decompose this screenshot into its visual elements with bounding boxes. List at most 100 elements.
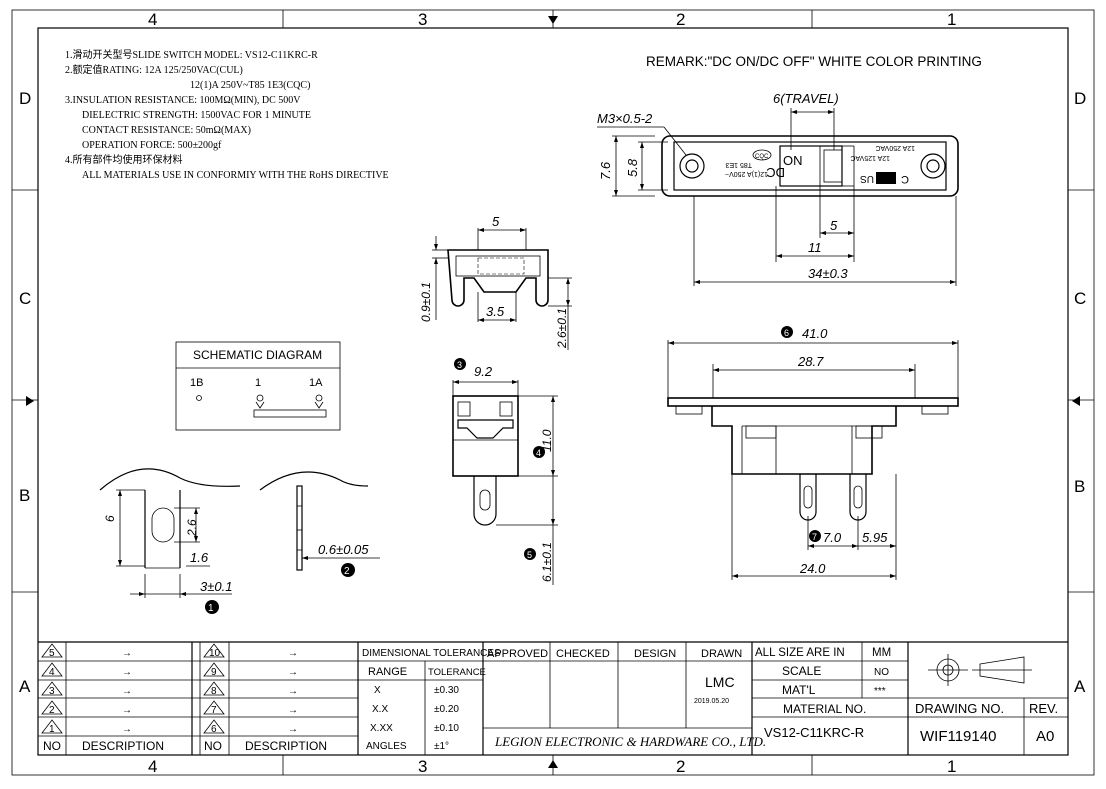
column-label: 4 <box>148 757 157 776</box>
rev-no: 10 <box>209 648 221 659</box>
slot-width-dimension: 1.6 <box>190 550 209 565</box>
drawn-date: 2019.05.20 <box>694 698 729 705</box>
rev-desc: → <box>288 648 298 659</box>
material-no-label: MATERIAL NO. <box>783 702 866 716</box>
print-dc: DC <box>766 165 785 180</box>
callout-3: 3 <box>457 360 462 370</box>
rev-no: 2 <box>49 705 55 716</box>
drawing-no-label: DRAWING NO. <box>915 701 1004 716</box>
row-label: A <box>19 677 31 696</box>
column-label: 1 <box>947 757 956 776</box>
terminal-width-dimension: 3±0.1 <box>200 579 232 594</box>
side-view: 3 9.2 11.0 4 6.1±0.1 5 <box>452 358 558 585</box>
top-view: 6(TRAVEL) M3×0.5-2 ON DC 12(1)A 250V~ T8… <box>597 91 959 286</box>
revision-triangle-icon <box>41 700 63 715</box>
screw-dimension: M3×0.5-2 <box>597 111 653 126</box>
column-label: 3 <box>418 757 427 776</box>
revision-triangle-icon <box>41 719 63 734</box>
mounting-hole <box>679 153 705 179</box>
slot-length-dimension: 2.6 <box>185 519 199 537</box>
terminal-pin <box>799 474 817 521</box>
drawn-header: DRAWN <box>701 648 742 660</box>
callout-6: 6 <box>784 328 789 338</box>
schematic-frame <box>175 341 341 431</box>
column-label: 4 <box>148 10 157 29</box>
center-mark-right <box>1072 396 1080 406</box>
terminal-pin <box>849 474 867 521</box>
dimensional-tolerances-header: DIMENSIONAL TOLERANCES <box>362 648 501 659</box>
print-us: US <box>860 173 874 184</box>
callout-1: 1 <box>208 603 214 614</box>
end-body-outline <box>447 249 549 307</box>
rev-no: 1 <box>49 724 55 735</box>
tolerance-header: TOLERANCE <box>428 667 486 678</box>
rev-no: 8 <box>211 686 217 697</box>
rev-desc: → <box>122 724 132 735</box>
height-outer-dimension: 7.6 <box>598 161 613 180</box>
contact-point-icon <box>256 394 264 402</box>
terminal-detail: 6 2.6 1.6 3±0.1 1 0.6±0.05 2 <box>99 468 380 614</box>
design-header: DESIGN <box>634 648 676 660</box>
schematic-diagram: SCHEMATIC DIAGRAM 1B 1 1A <box>175 341 341 431</box>
callout-7: 7 <box>812 532 817 542</box>
material-no-value: VS12-C11KRC-R <box>764 725 864 740</box>
callout-marker <box>205 600 219 614</box>
pin-1b-label: 1B <box>190 377 203 389</box>
rev-desc: → <box>288 705 298 716</box>
spec-notes: 1.滑动开关型号SLIDE SWITCH MODEL: VS12-C11KRC-… <box>65 48 389 181</box>
switch-body-outline <box>661 135 959 197</box>
revision-triangle-icon <box>41 681 63 696</box>
rev-desc: → <box>288 686 298 697</box>
ul-logo-icon <box>876 172 896 184</box>
rev-no: 4 <box>49 667 55 678</box>
drawn-by: LMC <box>705 674 735 690</box>
rev-desc: → <box>288 724 298 735</box>
column-label: 2 <box>676 10 685 29</box>
mm-value: MM <box>872 647 891 659</box>
slider-width-dimension: 5 <box>830 218 838 233</box>
revision-triangle-icon <box>203 700 225 715</box>
mounting-hole <box>920 153 946 179</box>
pin-offset-dimension: 5.95 <box>862 530 888 545</box>
terminal-slot <box>151 507 175 543</box>
row-label: D <box>19 89 31 108</box>
description-header: DESCRIPTION <box>245 739 327 753</box>
column-label: 1 <box>947 10 956 29</box>
row-label: B <box>1074 477 1085 496</box>
front-body-outline <box>711 406 897 475</box>
note-line: 2.额定值RATING: 12A 125/250VAC(CUL) <box>65 63 243 76</box>
print-on: ON <box>783 153 803 168</box>
center-mark-left <box>26 396 34 406</box>
note-line: CONTACT RESISTANCE: 50mΩ(MAX) <box>82 125 251 136</box>
drawing-no-value: WIF119140 <box>920 728 996 745</box>
all-size-label: ALL SIZE ARE IN <box>755 647 845 659</box>
rev-desc: → <box>122 648 132 659</box>
rev-desc: → <box>288 667 298 678</box>
no-header: NO <box>204 739 222 753</box>
note-line: 1.滑动开关型号SLIDE SWITCH MODEL: VS12-C11KRC-… <box>65 48 318 61</box>
note-line: OPERATION FORCE: 500±200gf <box>82 140 222 151</box>
row-label: C <box>1074 289 1086 308</box>
title-block: 5 → 10 → 4 → 9 → 3 → 8 → 2 → 7 → 1 → <box>38 641 1068 755</box>
tol-range: ANGLES <box>366 741 407 752</box>
rev-no: 7 <box>211 705 217 716</box>
callout-marker <box>809 530 821 542</box>
row-label: A <box>1074 677 1086 696</box>
print-rating-ul1: 12A 250VAC <box>875 144 915 151</box>
print-t85: T85 1E3 <box>725 161 752 168</box>
mounting-flange <box>667 397 959 407</box>
side-height-dimension: 11.0 <box>540 429 554 452</box>
tol-value: ±0.30 <box>434 685 459 696</box>
side-body-outline <box>452 395 519 477</box>
tol-range: X.XX <box>370 723 393 734</box>
terminal-length-dimension: 6.1±0.1 <box>540 542 554 582</box>
revision-triangle-icon <box>203 643 225 658</box>
end-width-dimension: 5 <box>492 214 500 229</box>
range-header: RANGE <box>368 666 407 678</box>
slider-bar <box>253 409 327 418</box>
length-dimension: 34±0.3 <box>808 266 848 281</box>
note-line: DIELECTRIC STRENGTH: 1500VAC FOR 1 MINUT… <box>82 110 311 121</box>
terminal-thickness-dimension: 0.6±0.05 <box>318 542 369 557</box>
rev-desc: → <box>122 667 132 678</box>
